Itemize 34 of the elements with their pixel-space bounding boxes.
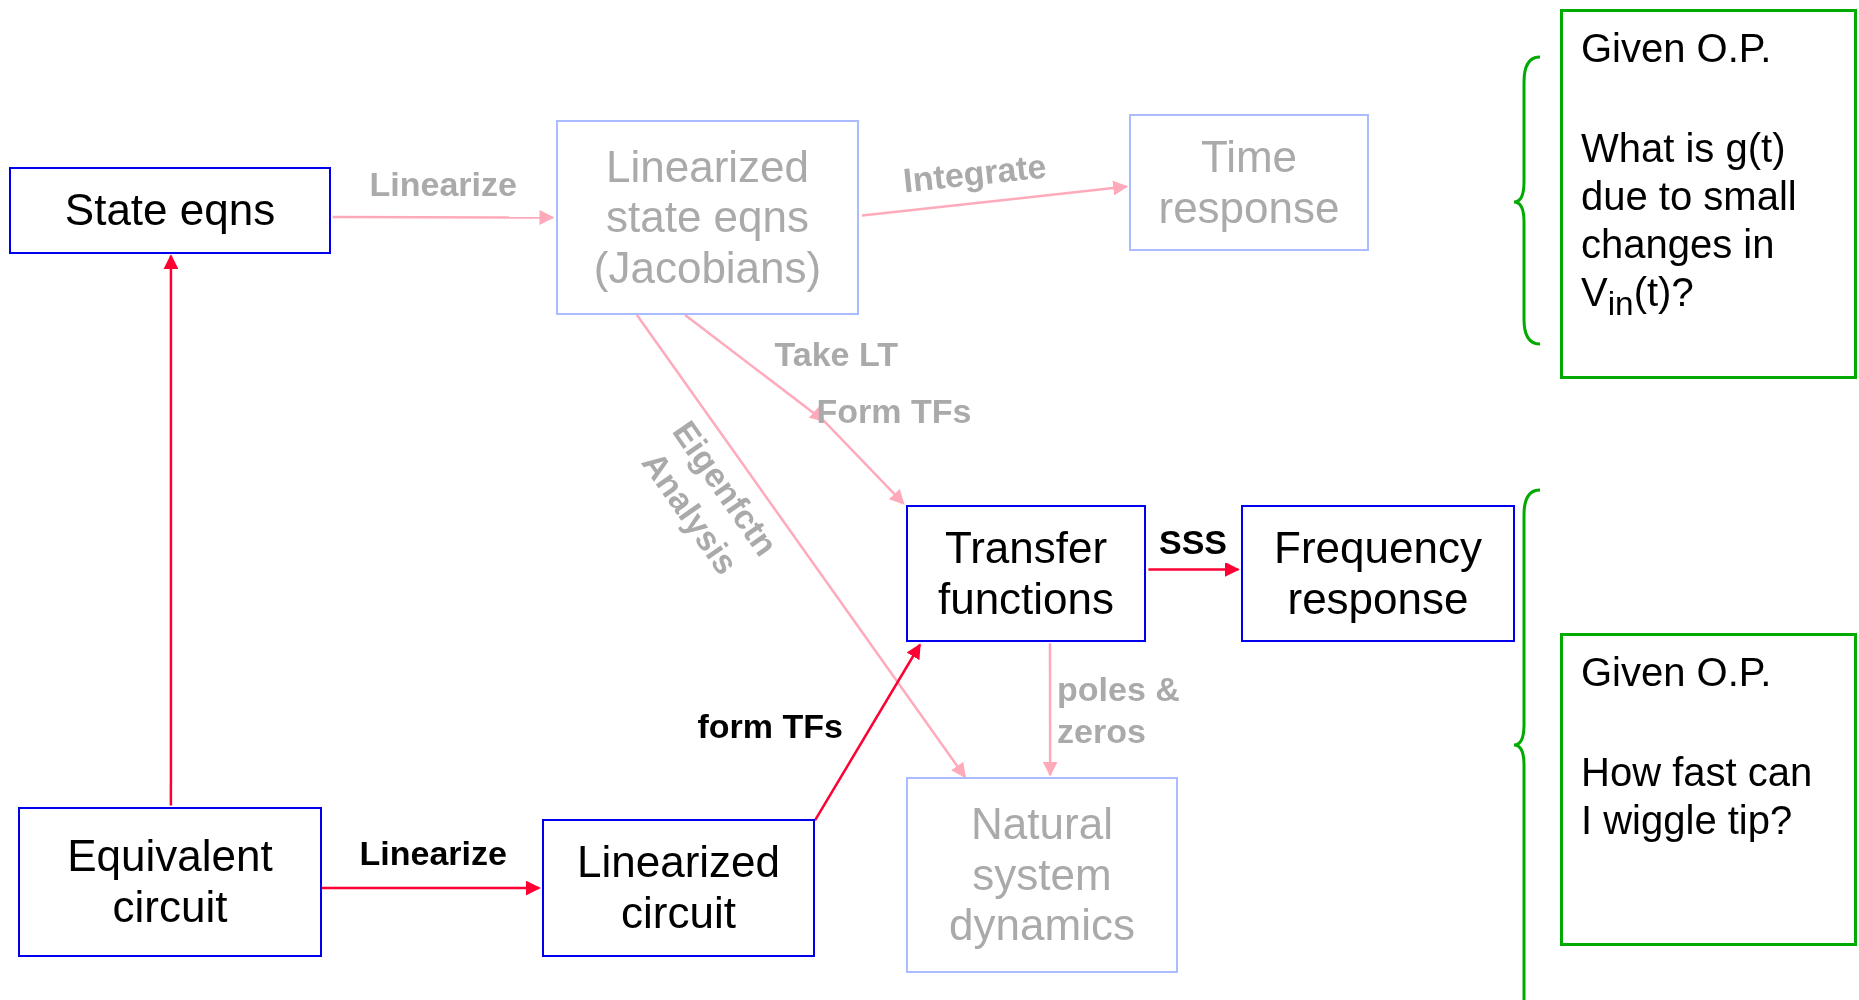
- note-heading: Given O.P.: [1581, 649, 1772, 696]
- note-heading: Given O.P.: [1581, 25, 1772, 72]
- node-label: Natural system dynamics: [948, 799, 1136, 951]
- process-box: [9, 167, 331, 254]
- annotation-text: Form TFs: [816, 390, 972, 432]
- arrow: [635, 314, 967, 779]
- node-label: Time response: [1157, 131, 1341, 234]
- arrow: [1042, 643, 1058, 777]
- edge-label: Integrate: [901, 145, 1049, 201]
- node-label: Transfer functions: [936, 522, 1116, 625]
- arrow: [322, 880, 541, 896]
- arrow: [332, 209, 555, 225]
- node-label: State eqns: [64, 185, 276, 236]
- node-label: Linearized circuit: [576, 837, 781, 939]
- edge-label: poles & zeros: [1057, 668, 1181, 752]
- note-box: [1560, 9, 1857, 379]
- arrow: [861, 180, 1129, 217]
- note-text: How fast can I wiggle tip?: [1581, 749, 1814, 844]
- note-box: [1560, 633, 1857, 946]
- process-box: [906, 505, 1146, 642]
- process-box: [906, 777, 1178, 973]
- process-box: [1241, 505, 1515, 642]
- note-text: What is g(t) due to small changes in V$_{in}$(t)?: [1581, 125, 1798, 324]
- node-label: Linearized state eqns (Jacobians): [592, 141, 823, 294]
- node-label: Equivalent circuit: [66, 831, 274, 933]
- arrow: [684, 314, 905, 505]
- process-box: [1129, 114, 1369, 251]
- process-box: [542, 819, 815, 957]
- node-label: Frequency response: [1273, 522, 1483, 625]
- process-box: [18, 807, 322, 957]
- arrow: [1148, 561, 1240, 577]
- arrow: [813, 643, 921, 822]
- process-box: [556, 120, 859, 315]
- arrow: [163, 254, 179, 806]
